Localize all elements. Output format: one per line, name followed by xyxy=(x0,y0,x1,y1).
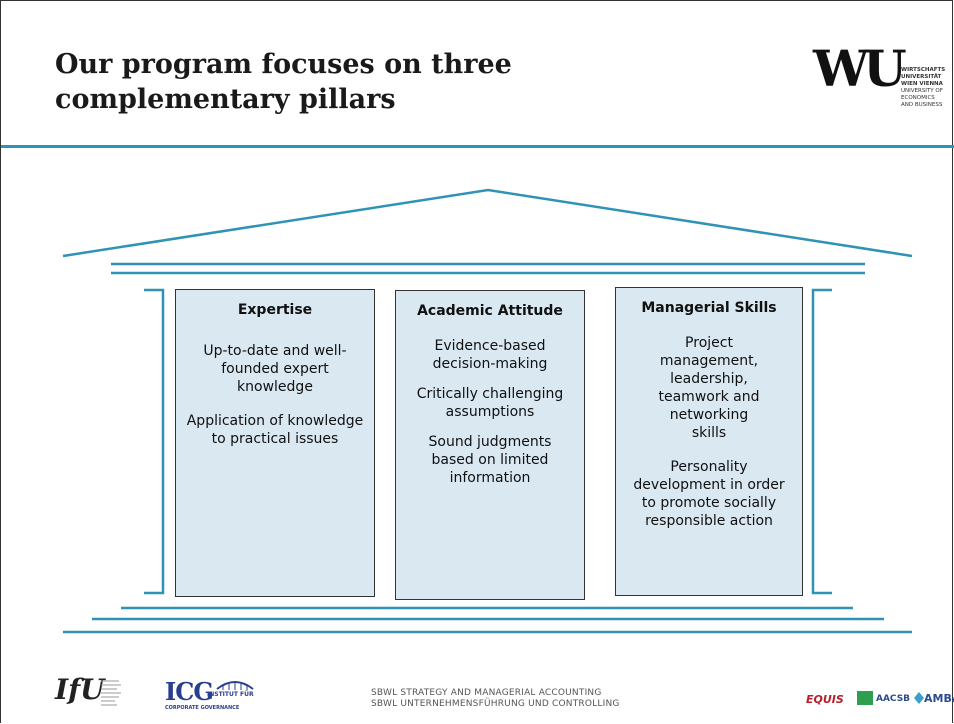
pillar-managerial-skills: Managerial Skills Project management, le… xyxy=(615,287,803,596)
equis-logo: EQUIS xyxy=(806,693,844,706)
ifu-logo-letters: IfU xyxy=(55,673,105,706)
ifu-logo-small-print xyxy=(101,680,121,706)
pillar-text: Up-to-date and well-founded expert knowl… xyxy=(203,343,347,395)
icg-logo-subtitle: CORPORATE GOVERNANCE xyxy=(165,705,240,711)
amba-logo-mark xyxy=(914,692,924,704)
icg-logo-institut: INSTITUT FÜR xyxy=(207,691,254,698)
page-title: Our program focuses on three complementa… xyxy=(55,47,615,117)
pillar-text: Sound judgments based on limited informa… xyxy=(428,434,552,486)
title-line-1: Our program focuses on three xyxy=(55,49,512,80)
wu-logo-letters: WU xyxy=(813,39,907,98)
pillar-title: Academic Attitude xyxy=(417,303,563,319)
title-line-2: complementary pillars xyxy=(55,84,396,115)
right-bracket xyxy=(811,288,832,595)
aacsb-logo: AACSB xyxy=(876,694,911,704)
wu-logo-line: UNIVERSITÄT xyxy=(901,74,942,80)
wu-logo-line: UNIVERSITY OF xyxy=(901,88,943,94)
pillar-title: Expertise xyxy=(237,302,313,318)
wu-logo-text: WIRTSCHAFTS UNIVERSITÄT WIEN VIENNA UNIV… xyxy=(901,67,945,109)
pillar-academic-attitude: Academic Attitude Evidence-based decisio… xyxy=(395,290,585,600)
wu-logo-line: ECONOMICS xyxy=(901,95,935,101)
pillar-text: Application of knowledge to practical is… xyxy=(186,413,364,447)
footer-line-1: SBWL STRATEGY AND MANAGERIAL ACCOUNTING xyxy=(371,688,602,698)
pillar-text: Critically challenging assumptions xyxy=(416,386,564,420)
wu-logo-line: WIEN VIENNA xyxy=(901,81,943,87)
icg-logo-letters: ICG xyxy=(165,677,214,706)
icg-logo-arch-icon xyxy=(216,681,254,690)
aacsb-logo-mark xyxy=(857,691,873,705)
wu-logo-line: WIRTSCHAFTS xyxy=(901,67,946,73)
wu-logo-line: AND BUSINESS xyxy=(901,102,943,108)
pillar-text: Personality development in order to prom… xyxy=(633,459,785,529)
wu-logo: WU WIRTSCHAFTS UNIVERSITÄT WIEN VIENNA U… xyxy=(813,39,945,139)
footer-line-2: SBWL UNTERNEHMENSFÜHRUNG UND CONTROLLING xyxy=(371,699,620,709)
pillar-expertise: Expertise Up-to-date and well-founded ex… xyxy=(175,289,375,597)
pillar-text: Project management, leadership, teamwork… xyxy=(658,335,760,441)
temple-roof xyxy=(62,188,913,258)
header-divider xyxy=(1,145,954,148)
icg-logo: ICG INSTITUT FÜR CORPORATE GOVERNANCE xyxy=(165,677,275,717)
pillar-text: Evidence-based decision-making xyxy=(432,338,548,372)
pillar-title: Managerial Skills xyxy=(641,300,777,316)
left-bracket xyxy=(144,288,165,595)
footer-program-text: SBWL STRATEGY AND MANAGERIAL ACCOUNTING … xyxy=(371,688,620,710)
ifu-logo: IfU xyxy=(55,673,125,715)
amba-logo: AMBA xyxy=(924,692,954,705)
